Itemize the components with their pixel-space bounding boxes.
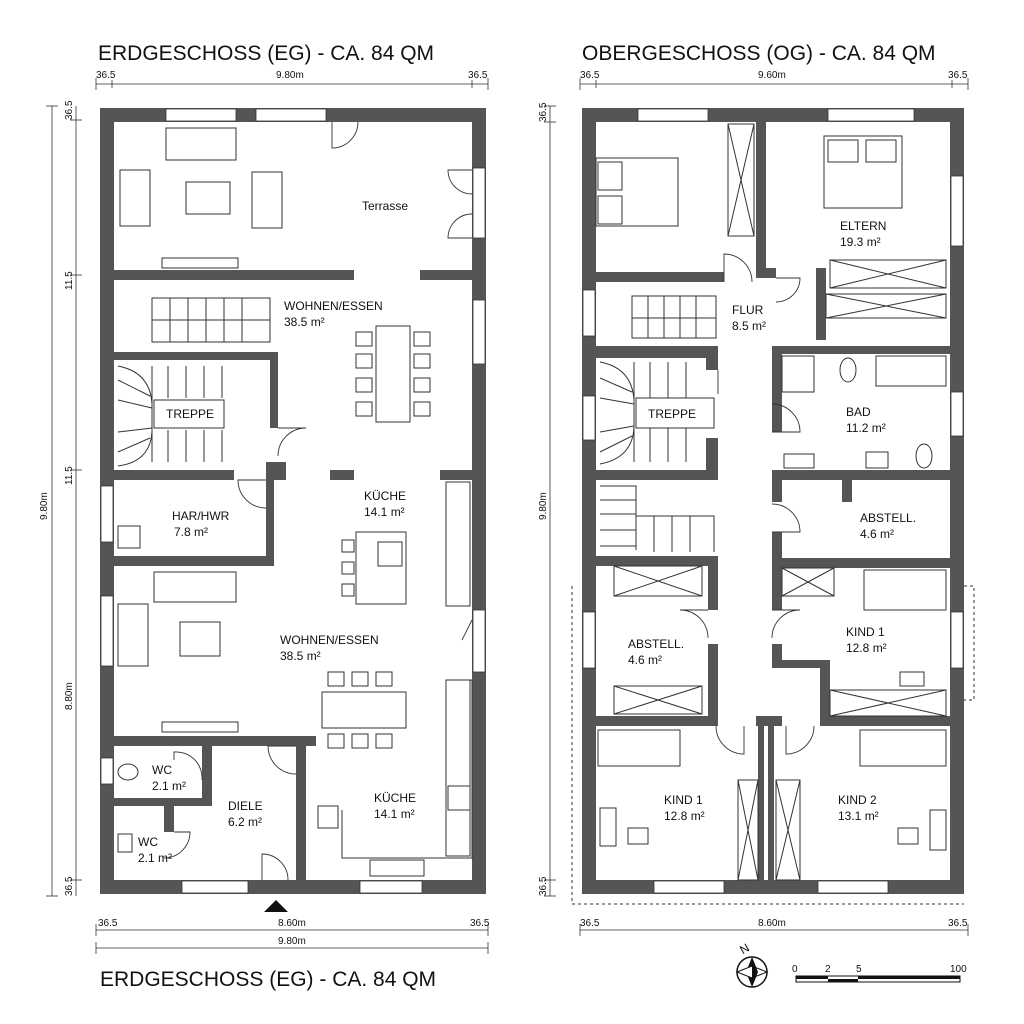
- compass-label: N: [737, 941, 752, 957]
- og-room-area: 4.6 m²: [860, 527, 894, 541]
- og-doors: [679, 253, 815, 755]
- eg-room-name: Terrasse: [362, 199, 408, 213]
- eg-dim-side-4: 8.80m: [64, 682, 75, 710]
- eg-room-name: HAR/HWR: [172, 509, 230, 523]
- compass-icon: [735, 956, 769, 988]
- og-dim-side-mid: 9.80m: [538, 492, 549, 520]
- eg-title-bottom: ERDGESCHOSS (EG) - CA. 84 QM: [100, 968, 436, 991]
- og-dimension-lines: [544, 78, 969, 936]
- eg-room-area: 2.1 m²: [138, 851, 172, 865]
- og-dim-top-left: 36.5: [580, 70, 600, 81]
- og-furniture: [571, 123, 975, 905]
- og-dim-top-right: 36.5: [948, 70, 968, 81]
- eg-room-area: 6.2 m²: [228, 815, 262, 829]
- og-room-area: 11.2 m²: [846, 421, 886, 435]
- eg-dim-bottom-left: 36.5: [98, 918, 118, 929]
- og-room-area: 12.8 m²: [846, 641, 887, 655]
- eg-dim-side-1: 36.5: [64, 100, 75, 120]
- eg-room-name: WC: [152, 763, 172, 777]
- eg-stairs-upper: [151, 297, 271, 343]
- og-dim-side-bottom: 36.5: [538, 876, 549, 896]
- eg-room-name: DIELE: [228, 799, 263, 813]
- og-title-top: OBERGESCHOSS (OG) - CA. 84 QM: [582, 42, 936, 65]
- entrance-marker-icon: [264, 900, 288, 912]
- eg-dim-top-mid: 9.80m: [276, 70, 304, 81]
- eg-room-name: KÜCHE: [374, 791, 416, 805]
- eg-dim-bottom-right: 36.5: [470, 918, 490, 929]
- og-stairs-upper: [631, 295, 717, 339]
- eg-dim-top-left: 36.5: [96, 70, 116, 81]
- eg-room-area: 7.8 m²: [174, 525, 208, 539]
- eg-room-area: 2.1 m²: [152, 779, 186, 793]
- og-dim-side-top: 36.5: [538, 102, 549, 122]
- eg-dim-bottom-total: 9.80m: [278, 936, 306, 947]
- og-room-name: KIND 1: [846, 625, 885, 639]
- scale-label: 2: [825, 964, 831, 975]
- eg-title-top: ERDGESCHOSS (EG) - CA. 84 QM: [98, 42, 434, 65]
- og-dim-top-mid: 9.60m: [758, 70, 786, 81]
- og-room-area: 4.6 m²: [628, 653, 662, 667]
- eg-room-labels: Terrasse WOHNEN/ESSEN 38.5 m² TREPPE HAR…: [138, 199, 416, 865]
- eg-room-name: WC: [138, 835, 158, 849]
- eg-doors: [163, 121, 473, 881]
- og-room-name: TREPPE: [648, 407, 696, 421]
- eg-dim-side-5: 36.5: [64, 876, 75, 896]
- og-room-name: BAD: [846, 405, 871, 419]
- og-dim-bottom-left: 36.5: [580, 918, 600, 929]
- og-room-name: KIND 1: [664, 793, 703, 807]
- scale-bar: [795, 975, 961, 983]
- eg-room-name: TREPPE: [166, 407, 214, 421]
- og-stairs-lower: [600, 485, 715, 552]
- eg-dim-side-2: 11.5: [64, 271, 75, 290]
- og-room-area: 13.1 m²: [838, 809, 879, 823]
- eg-dim-side-outer: 9.80m: [39, 492, 50, 520]
- eg-room-name: KÜCHE: [364, 489, 406, 503]
- og-room-name: ELTERN: [840, 219, 886, 233]
- og-room-name: KIND 2: [838, 793, 877, 807]
- eg-furniture: [117, 127, 473, 877]
- eg-dim-side-3: 11.5: [64, 466, 75, 485]
- og-room-name: FLUR: [732, 303, 764, 317]
- scale-label: 100: [950, 964, 967, 975]
- og-room-labels: ELTERN 19.3 m² FLUR 8.5 m² TREPPE BAD 11…: [628, 219, 916, 823]
- og-stairs-main: [599, 361, 715, 465]
- og-windows: [582, 108, 964, 894]
- eg-room-name: WOHNEN/ESSEN: [280, 633, 379, 647]
- scale-label: 0: [792, 964, 798, 975]
- eg-dim-top-right: 36.5: [468, 70, 488, 81]
- eg-stairs-main: [117, 365, 225, 467]
- eg-room-area: 14.1 m²: [364, 505, 405, 519]
- eg-windows: [100, 108, 486, 894]
- og-room-area: 8.5 m²: [732, 319, 766, 333]
- og-room-area: 12.8 m²: [664, 809, 705, 823]
- og-room-name: ABSTELL.: [628, 637, 684, 651]
- og-dim-bottom-mid: 8.60m: [758, 918, 786, 929]
- og-room-area: 19.3 m²: [840, 235, 881, 249]
- eg-dim-bottom-mid: 8.60m: [278, 918, 306, 929]
- og-room-name: ABSTELL.: [860, 511, 916, 525]
- eg-dimension-lines: [46, 78, 489, 954]
- eg-room-area: 38.5 m²: [284, 315, 325, 329]
- eg-room-name: WOHNEN/ESSEN: [284, 299, 383, 313]
- scale-label: 5: [856, 964, 862, 975]
- eg-room-area: 14.1 m²: [374, 807, 415, 821]
- og-dim-bottom-right: 36.5: [948, 918, 968, 929]
- eg-room-area: 38.5 m²: [280, 649, 321, 663]
